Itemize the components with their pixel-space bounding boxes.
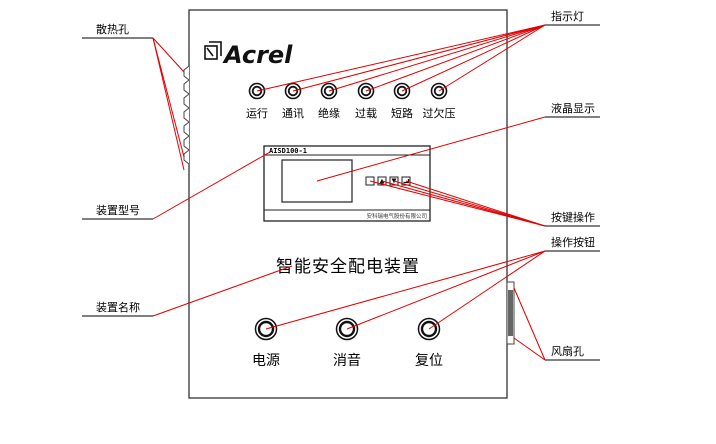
leader-keys: [369, 180, 546, 227]
callout-device-name: 装置名称: [96, 300, 140, 314]
leader-indicator: [256, 24, 546, 92]
vent-slot: [183, 79, 190, 95]
callout-labels: 散热孔 装置型号 装置名称 指示灯 液晶显示 按键操作 操作按钮 风扇孔: [82, 9, 600, 361]
vent-slots: [183, 65, 190, 165]
down-arrow-icon: [391, 178, 397, 184]
leader-indicator: [365, 24, 546, 92]
indicator-light: [430, 82, 448, 100]
leader-name: [152, 265, 293, 317]
leader-vents: [152, 37, 185, 73]
reset-button-label: 复位: [415, 352, 443, 369]
module-company: 安科瑞电气股份有限公司: [366, 212, 427, 220]
vent-slot: [183, 149, 190, 165]
logo-mark-icon: [204, 45, 218, 60]
callout-lcd-display: 液晶显示: [551, 101, 595, 115]
leader-indicator: [292, 24, 546, 92]
indicator-labels: 运行 通讯 绝缘 过载 短路 过欠压: [246, 106, 456, 120]
callout-device-model: 装置型号: [96, 203, 140, 217]
vent-slot: [183, 107, 190, 123]
leader-indicator: [401, 24, 546, 92]
operation-buttons: 电源 消音 复位: [252, 317, 443, 369]
leader-fan: [513, 287, 546, 361]
indicator-label-insulation: 绝缘: [318, 106, 340, 120]
leader-buttons: [428, 250, 546, 330]
leader-buttons: [346, 250, 546, 330]
leader-keys: [405, 180, 546, 227]
power-button-label: 电源: [252, 353, 280, 369]
vent-slot: [183, 65, 190, 81]
indicator-label-overunder-voltage: 过欠压: [423, 106, 456, 120]
callout-operation-buttons: 操作按钮: [551, 235, 595, 249]
leader-model: [152, 151, 271, 220]
indicator-label-run: 运行: [246, 107, 268, 120]
brand-logo: Acrel: [204, 41, 293, 69]
leader-vents: [152, 37, 185, 171]
device-title: 智能安全配电装置: [276, 257, 420, 277]
callout-indicator-lights: 指示灯: [551, 9, 584, 23]
leader-buttons: [265, 250, 546, 330]
fan-holes: [506, 281, 515, 345]
vent-slot: [183, 135, 190, 151]
leader-lines: [152, 24, 546, 361]
leader-indicator: [438, 24, 546, 92]
leader-lcd: [316, 116, 546, 182]
indicator-label-short: 短路: [391, 106, 413, 120]
indicator-label-comm: 通讯: [282, 107, 304, 120]
callout-key-operation: 按键操作: [551, 210, 595, 224]
vent-slot: [183, 93, 190, 109]
vent-slot: [183, 121, 190, 137]
indicator-label-overload: 过载: [355, 107, 377, 120]
callout-fan-holes: 风扇孔: [551, 344, 584, 358]
brand-name: Acrel: [222, 41, 293, 69]
mute-button-label: 消音: [333, 352, 361, 369]
leader-keys: [393, 180, 546, 227]
module-model: AISD100-1: [269, 147, 307, 155]
leader-indicator: [328, 24, 546, 92]
callout-vents: 散热孔: [96, 22, 129, 36]
leader-fan: [513, 337, 546, 361]
fan-hole-inner: [508, 290, 513, 336]
monitor-module: AISD100-1 安科瑞电气股份有限公司: [263, 145, 431, 222]
leader-keys: [381, 180, 546, 227]
enter-icon: [403, 179, 410, 184]
